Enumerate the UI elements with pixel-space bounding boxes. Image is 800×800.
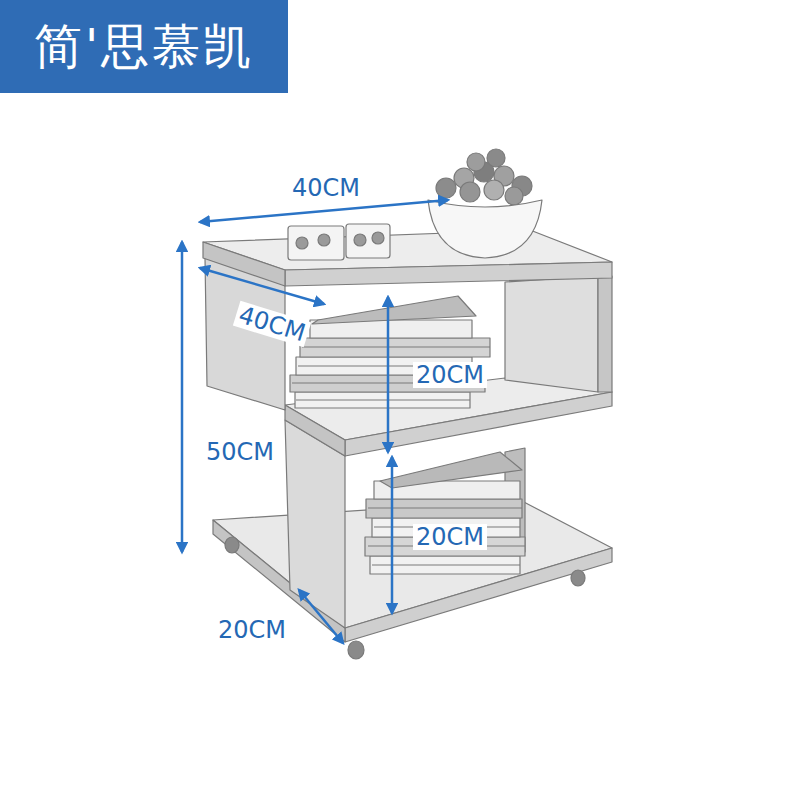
mug [372,232,384,244]
mug [296,237,308,249]
dimension-label: 40CM [289,175,363,201]
dimension-line [391,457,394,613]
dimension-line [299,590,343,643]
book-stack [312,296,476,324]
fruit-bowl [467,153,485,171]
brand-logo: 简'思慕凯 [0,0,288,93]
book-stack [302,346,490,347]
side-panel [505,276,612,392]
book-stack [380,452,522,488]
dimension-label: 20CM [413,362,487,388]
book-stack [295,392,470,408]
dimension-label: 20CM [215,617,289,643]
fruit-bowl [428,149,542,258]
book-stack [366,499,522,518]
dimension-label: 40CM [233,301,311,348]
book-stack [300,338,490,357]
dimension-line [200,200,448,222]
fruit-bowl [460,182,480,202]
book-stack [290,296,490,408]
dimension-line [182,200,448,643]
dimension-line [181,242,184,552]
top-board [285,262,612,286]
middle-shelf [285,405,345,456]
side-panel [505,276,598,392]
dimension-label: 20CM [413,524,487,550]
fruit-bowl [487,149,505,167]
fruit-bowl [484,180,504,200]
fruit-bowl [436,178,456,198]
top-board [203,242,285,286]
top-board [203,230,612,286]
dimension-line [387,297,390,452]
brand-name: 简'思慕凯 [34,15,254,79]
mug [288,226,344,260]
dimension-line [200,268,324,304]
book-stack [296,399,470,400]
caster-wheel [348,641,364,659]
caster-wheel [571,570,585,586]
side-panel [598,276,612,392]
dimension-label: 50CM [203,439,277,465]
base-board [345,548,612,642]
mug [318,234,330,246]
book-stack [365,452,525,574]
book-stack [372,564,520,565]
caster-wheel [225,537,239,553]
mug [354,234,366,246]
fruit-bowl [505,187,523,205]
fruit-bowl [428,200,542,258]
mug [346,224,390,258]
mug [288,224,390,260]
